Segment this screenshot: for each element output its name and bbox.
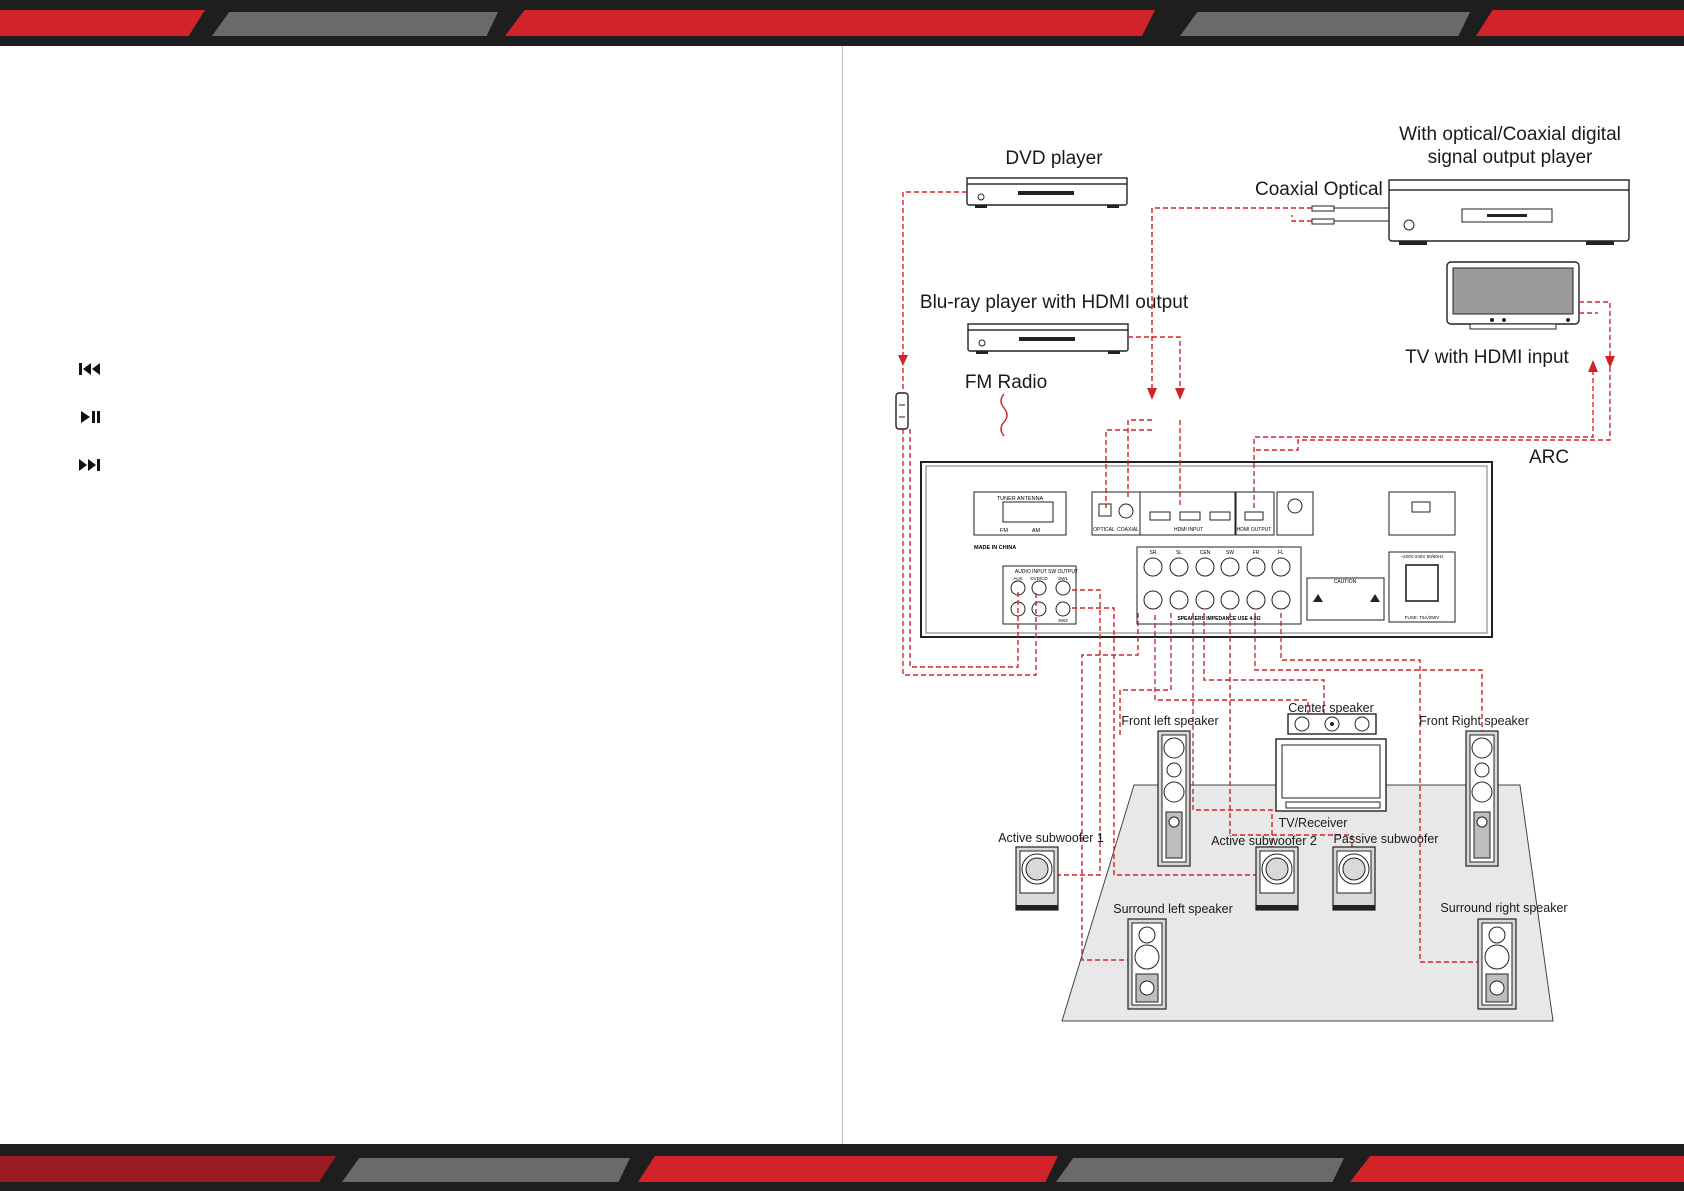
- tv-receiver-label: TV/Receiver: [1279, 816, 1348, 830]
- tv-hdmi-label: TV with HDMI input: [1405, 347, 1569, 368]
- band-grey-segment: [212, 12, 498, 36]
- surround-right-speaker-label: Surround right speaker: [1440, 901, 1567, 915]
- channel-fl-label: FL: [1278, 550, 1284, 556]
- channel-sl-label: SL: [1176, 550, 1182, 556]
- dvd-player-device: [966, 177, 1128, 208]
- tv-device: [1446, 261, 1580, 330]
- dvd-cd-label: DVD/CD: [1030, 576, 1048, 581]
- channel-cen-label: CEN: [1200, 550, 1211, 556]
- front-right-speaker-label: Front Right speaker: [1419, 714, 1529, 728]
- aux-label: AUX: [1013, 576, 1022, 581]
- active-subwoofer-1: [1015, 846, 1059, 911]
- channel-fr-label: FR: [1253, 550, 1260, 556]
- band-red-segment: [0, 10, 205, 36]
- band-grey-segment: [1056, 1158, 1344, 1182]
- center-speaker: [1287, 713, 1377, 735]
- speakers-impedance-label: SPEAKERS IMPEDANCE USE 4-8Ω: [1177, 616, 1260, 622]
- passive-subwoofer: [1332, 846, 1376, 911]
- surround-left-speaker-label: Surround left speaker: [1113, 902, 1233, 916]
- sw1-label: SW1: [1058, 576, 1068, 581]
- surround-right-speaker: [1477, 918, 1517, 1010]
- top-decorative-band: [0, 0, 1684, 46]
- coaxial-optical-label: Coaxial Optical: [1255, 179, 1383, 200]
- rca-cable-connector: [895, 392, 909, 430]
- bottom-decorative-band: [0, 1144, 1684, 1191]
- fm-antenna-wire: [1000, 393, 1008, 437]
- band-red-segment: [638, 1156, 1058, 1182]
- tuner-antenna-label: TUNER ANTENNA: [997, 496, 1044, 502]
- play-pause-icon: [76, 406, 104, 428]
- voltage-label: ~220V-240V 50/60Hz: [1401, 554, 1445, 559]
- front-right-speaker: [1465, 730, 1499, 867]
- band-grey-segment: [1180, 12, 1470, 36]
- digital-cable-plugs: [1311, 205, 1389, 225]
- active-subwoofer-2: [1255, 846, 1299, 911]
- surround-left-speaker: [1127, 918, 1167, 1010]
- made-in-china-label: MADE IN CHINA: [974, 545, 1016, 551]
- active-subwoofer-2-label: Active subwoofer 2: [1211, 834, 1317, 848]
- hdmi-output-label: HDMI OUTPUT: [1237, 527, 1272, 533]
- front-left-speaker-label: Front left speaker: [1121, 714, 1218, 728]
- fm-radio-label: FM Radio: [965, 372, 1047, 393]
- optical-port-label: OPTICAL: [1093, 527, 1115, 533]
- bluray-player-label: Blu-ray player with HDMI output: [920, 292, 1189, 313]
- sw-output-label: SW OUTPUT: [1048, 569, 1078, 575]
- wire-arrowheads: [898, 355, 1615, 400]
- caution-label: CAUTION: [1334, 579, 1357, 585]
- band-red-segment: [505, 10, 1155, 36]
- tv-receiver-device: [1275, 738, 1387, 812]
- optical-player-label-line2: signal output player: [1428, 147, 1593, 168]
- front-left-speaker: [1157, 730, 1191, 867]
- optical-player-label-line1: With optical/Coaxial digital: [1399, 124, 1621, 145]
- channel-sr-label: SR: [1150, 550, 1157, 556]
- band-red-segment: [0, 1156, 336, 1182]
- fuse-label: FUSE: T5A/250V: [1405, 615, 1439, 620]
- band-grey-segment: [342, 1158, 630, 1182]
- passive-subwoofer-label: Passive subwoofer: [1334, 832, 1439, 846]
- dvd-player-label: DVD player: [1005, 148, 1103, 169]
- channel-sw-label: SW: [1226, 550, 1234, 556]
- next-track-icon: [76, 454, 104, 476]
- optical-player-device: [1388, 179, 1630, 245]
- am-port-label: AM: [1032, 528, 1041, 534]
- page-fold-divider: [842, 46, 843, 1144]
- arc-label: ARC: [1529, 447, 1569, 468]
- fm-port-label: FM: [1000, 528, 1008, 534]
- band-red-segment: [1350, 1156, 1684, 1182]
- coaxial-port-label: COAXIAL: [1117, 527, 1139, 533]
- audio-input-label: AUDIO INPUT: [1015, 569, 1047, 575]
- sw2-label: SW2: [1058, 618, 1068, 623]
- center-speaker-label: Center speaker: [1288, 701, 1373, 715]
- band-red-segment: [1476, 10, 1684, 36]
- bluray-player-device: [967, 323, 1129, 354]
- receiver-rear-panel: TUNER ANTENNA FM AM MADE IN CHINA OPTICA…: [920, 461, 1493, 638]
- previous-track-icon: [76, 358, 104, 380]
- active-subwoofer-1-label: Active subwoofer 1: [998, 831, 1104, 845]
- hdmi-input-label: HDMI INPUT: [1174, 527, 1203, 533]
